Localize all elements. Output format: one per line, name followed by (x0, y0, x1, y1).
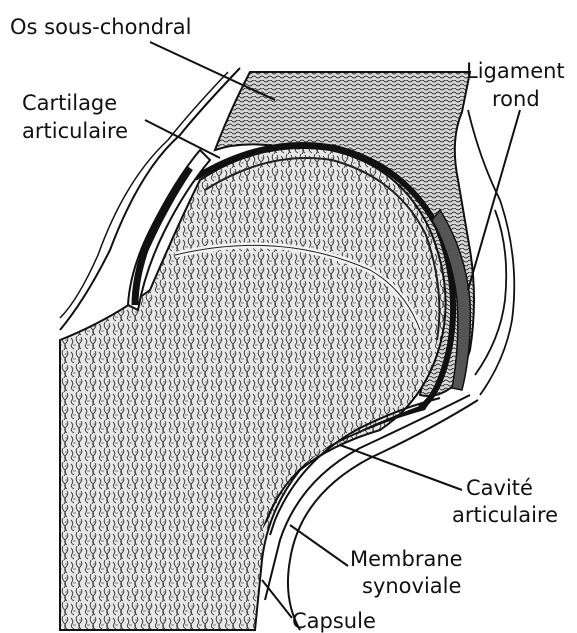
label-os-sous-chondral: Os sous-chondral (10, 15, 191, 39)
leader-cavite-articulaire (340, 445, 462, 490)
label-cartilage-line1: Cartilage (22, 91, 117, 115)
leader-membrane-synoviale (290, 525, 348, 566)
label-cartilage-line2: articulaire (22, 119, 128, 143)
label-membrane-line2: synoviale (362, 574, 461, 598)
label-cavite-line2: articulaire (452, 503, 558, 527)
label-capsule: Capsule (292, 609, 376, 633)
label-membrane-line1: Membrane (350, 547, 463, 571)
label-ligament-line1: Ligament (466, 59, 565, 83)
label-ligament-line2: rond (492, 87, 540, 111)
label-cavite-line1: Cavité (466, 476, 533, 500)
